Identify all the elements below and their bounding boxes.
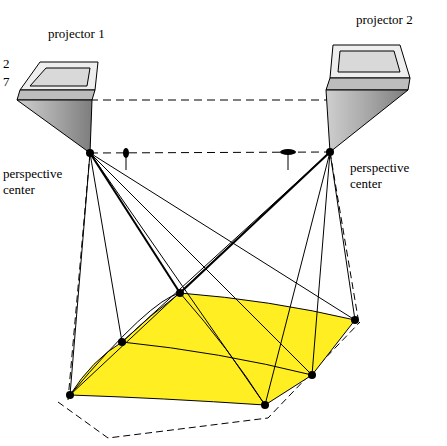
projector-2 bbox=[326, 45, 410, 152]
projector-label: projector 2 bbox=[356, 12, 413, 28]
callout-number: 7 bbox=[3, 74, 10, 90]
callout-number: 2 bbox=[3, 56, 10, 72]
surface-lines bbox=[70, 293, 312, 405]
projection-rays bbox=[70, 152, 355, 405]
air-base bbox=[90, 100, 330, 170]
projector-1 bbox=[17, 62, 98, 153]
model-points bbox=[66, 148, 359, 409]
model-surface bbox=[70, 293, 355, 405]
perspective-center-label: perspective center bbox=[350, 160, 434, 191]
projector-label: projector 1 bbox=[48, 26, 105, 42]
perspective-center-label: perspective center bbox=[3, 166, 79, 197]
datum-plane bbox=[58, 152, 360, 438]
